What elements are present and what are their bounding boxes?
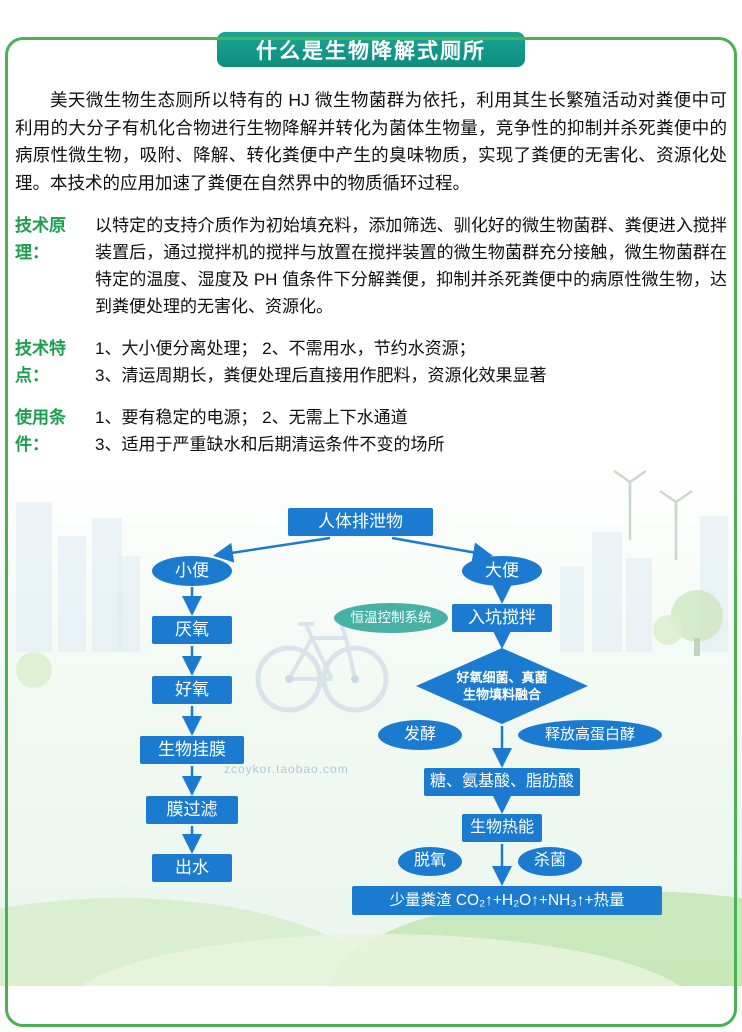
wind-turbine-icon	[613, 469, 693, 560]
flow-node-urine: 小便	[152, 556, 232, 586]
flow-node-water-out: 出水	[152, 854, 232, 882]
section-principle: 技术原理： 以特定的支持介质作为初始填充料，添加筛选、驯化好的微生物菌群、粪便进…	[15, 212, 727, 320]
flow-node-anaerobic: 厌氧	[152, 616, 232, 644]
flow-node-final-output: 少量粪渣 CO₂↑+H₂O↑+NH₃↑+热量	[352, 886, 662, 915]
section-conditions-label: 使用条件：	[15, 408, 66, 454]
section-conditions: 使用条件： 1、要有稳定的电源； 2、无需上下水通道 3、适用于严重缺水和后期清…	[15, 404, 727, 458]
flowchart-arrows	[182, 536, 512, 886]
section-principle-text: 以特定的支持介质作为初始填充料，添加筛选、驯化好的微生物菌群、粪便进入搅拌装置后…	[95, 216, 727, 316]
condition-line-2: 3、适用于严重缺水和后期清运条件不变的场所	[95, 435, 445, 454]
diamond-line-1: 好氧细菌、真菌	[456, 670, 548, 685]
page-title: 什么是生物降解式厕所	[217, 32, 525, 67]
diamond-line-2: 生物填料融合	[462, 687, 541, 702]
flow-node-sterilize: 杀菌	[518, 847, 582, 876]
bicycle-icon	[255, 622, 389, 713]
flow-node-feces: 大便	[462, 556, 542, 586]
section-features-text: 1、大小便分离处理； 2、不需用水，节约水资源； 3、清运周期长，粪便处理后直接…	[95, 335, 727, 389]
flow-node-aerobic: 好氧	[152, 676, 232, 704]
flow-node-biofilm: 生物挂膜	[140, 736, 244, 764]
building-decoration	[560, 566, 584, 652]
flow-node-deoxidize: 脱氧	[398, 847, 462, 876]
condition-line-1: 1、要有稳定的电源； 2、无需上下水通道	[95, 408, 408, 427]
watermark: zcoykor.taobao.com	[224, 762, 349, 776]
flow-node-human-waste: 人体排泄物	[288, 508, 433, 536]
eco-scene-decoration	[16, 469, 723, 713]
flow-node-pit-stirring: 入坑搅拌	[452, 604, 552, 632]
tree-icon	[16, 590, 723, 688]
intro-paragraph: 美天微生物生态厕所以特有的 HJ 微生物菌群为依托，利用其生长繁殖活动对粪便中可…	[15, 90, 727, 193]
building-decoration	[16, 502, 52, 652]
flowchart: zcoykor.taobao.com 人体排泄物 小便 厌氧 好氧 生物挂膜 膜…	[0, 466, 742, 986]
building-decoration	[92, 518, 122, 652]
section-conditions-text: 1、要有稳定的电源； 2、无需上下水通道 3、适用于严重缺水和后期清运条件不变的…	[95, 404, 727, 458]
feature-line-2: 3、清运周期长，粪便处理后直接用作肥料，资源化效果显著	[95, 366, 547, 385]
section-principle-label: 技术原理：	[15, 216, 66, 262]
flow-node-fermentation: 发酵	[378, 720, 462, 750]
flow-node-bio-heat: 生物热能	[462, 814, 542, 842]
section-features-label: 技术特点：	[15, 339, 66, 385]
building-decoration	[626, 558, 652, 652]
building-decoration	[592, 532, 622, 652]
flow-node-membrane-filter: 膜过滤	[146, 796, 238, 824]
building-decoration	[118, 556, 140, 652]
flow-node-sugar-amino-fatty: 糖、氨基酸、脂肪酸	[424, 768, 580, 796]
building-decoration	[58, 536, 86, 652]
section-features: 技术特点： 1、大小便分离处理； 2、不需用水，节约水资源； 3、清运周期长，粪…	[15, 335, 727, 389]
flow-node-protein-enzyme: 释放高蛋白酵	[518, 720, 662, 750]
flow-node-temperature-control: 恒温控制系统	[334, 603, 448, 633]
feature-line-1: 1、大小便分离处理； 2、不需用水，节约水资源；	[95, 339, 476, 358]
text-content: 美天微生物生态厕所以特有的 HJ 微生物菌群为依托，利用其生长繁殖活动对粪便中可…	[0, 67, 742, 458]
